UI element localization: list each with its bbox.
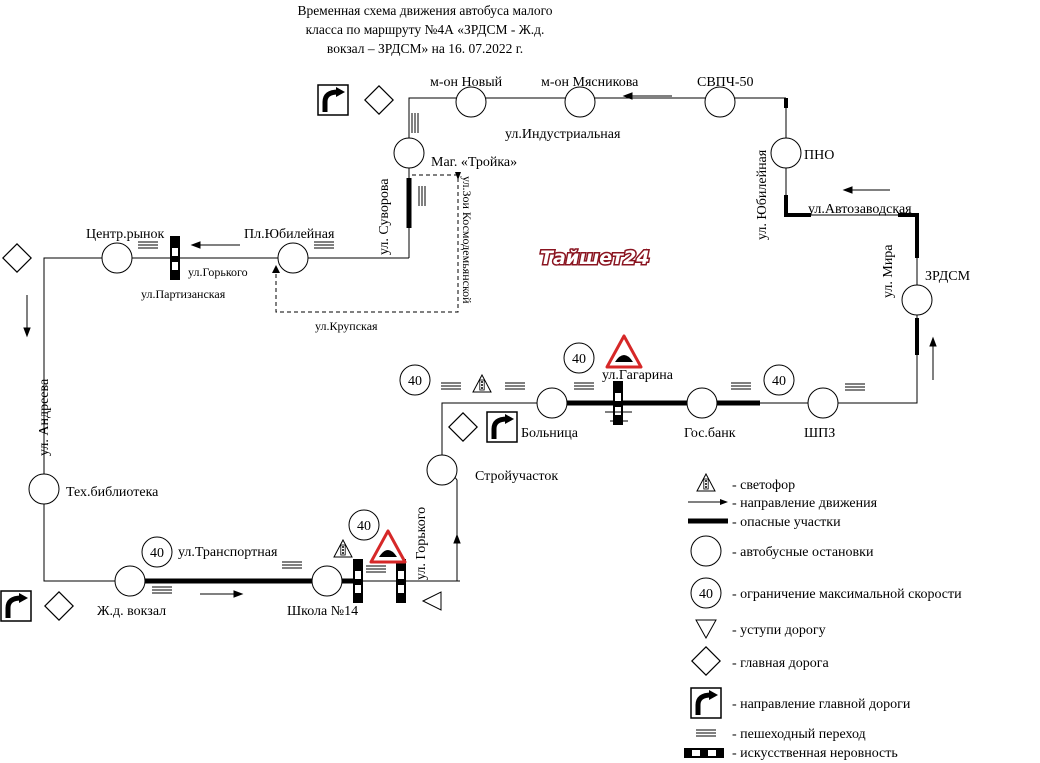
street-gorkogo: ул. Горького [414,507,429,580]
label-zrdsm: ЗРДСМ [925,269,971,284]
stop-pno [770,137,802,169]
stop-pl-yubileinaya [277,242,309,274]
stop-shkola14 [311,565,343,597]
stop-bolnitsa [536,387,568,419]
label-shkola14: Школа №14 [287,604,358,619]
svg-text:- автобусные остановки: - автобусные остановки [732,545,874,560]
svg-text:- направление главной дороги: - направление главной дороги [732,697,911,712]
stop-tekh-biblioteka [28,473,60,505]
legend-item-main-road: - главная дорога [691,646,830,676]
label-mkr-myasnikova: м-он Мясникова [541,75,639,90]
yield-sign [421,591,442,611]
title-line-2: класса по маршруту №4А «ЗРДСМ - Ж.д. [306,22,545,37]
stop-svpch [704,86,736,118]
bump-cross-lines [605,411,632,422]
label-shpz: ШПЗ [804,426,835,441]
svg-text:- светофор: - светофор [732,478,795,493]
street-partizanskaya: ул.Партизанская [141,287,226,301]
label-mkr-novy: м-он Новый [430,75,503,90]
legend-item-speed-bump: - искусственная неровность [684,746,898,761]
title-line-1: Временная схема движения автобуса малого [297,3,552,18]
legend-item-traffic-light: - светофор [696,473,795,493]
stop-stroyuchastok [426,454,458,486]
label-mag-troika: Маг. «Тройка» [431,155,517,170]
street-krupskaya: ул.Крупская [315,319,378,333]
legend-item-yield: - уступи дорогу [695,619,826,640]
svg-text:- опасные участки: - опасные участки [732,515,841,530]
street-andreeva: ул. Андреева [37,378,52,456]
street-gagarina: ул.Гагарина [602,368,674,383]
legend-item-speed-limit: 40 - ограничение максимальной скорости [690,577,962,609]
speed-limits: 40 40 40 40 40 [141,342,795,568]
street-gorkogo-top: ул.Горького [188,265,248,279]
street-industrialnaya: ул.Индустриальная [505,127,621,142]
svg-text:- главная дорога: - главная дорога [732,656,830,671]
street-avtozavodskaya: ул.Автозаводская [808,202,912,217]
label-tsentr-rynok: Центр.рынок [86,227,165,242]
label-bolnitsa: Больница [521,426,579,441]
label-gos-bank: Гос.банк [684,426,736,441]
stop-zrdsm [901,284,933,316]
label-svpch: СВПЧ-50 [697,75,754,90]
speed-limit-value: 40 [357,519,371,534]
speed-limit-value: 40 [772,374,786,389]
stop-gos-bank [686,387,718,419]
stop-mkr-myasnikova [564,86,596,118]
street-yubileinaya: ул. Юбилейная [755,149,770,240]
speed-limit-value: 40 [408,374,422,389]
legend-item-main-road-direction: - направление главной дороги [691,688,911,718]
detour-arrow-down [455,172,461,180]
label-zhd-vokzal: Ж.д. вокзал [97,604,166,619]
detour-arrow-up [272,265,280,273]
legend-item-thick-line: - опасные участки [688,515,841,530]
svg-text:- пешеходный переход: - пешеходный переход [732,727,866,742]
stop-mkr-novy [455,86,487,118]
stop-shpz [807,387,839,419]
speed-limit-value: 40 [150,546,164,561]
bus-stops [28,86,933,597]
label-pl-yubileinaya: Пл.Юбилейная [244,227,335,242]
label-pno: ПНО [804,148,834,163]
legend-item-crosswalk: - пешеходный переход [695,727,866,742]
svg-text:- искусственная неровность: - искусственная неровность [732,746,898,761]
stop-zhd-vokzal [114,565,146,597]
legend-item-arrow: - направление движения [688,496,878,511]
svg-text:40: 40 [699,587,713,602]
svg-text:- направление движения: - направление движения [732,496,878,511]
street-mira: ул. Мира [881,244,896,298]
legend: - светофор - направление движения - опас… [684,473,962,761]
stop-tsentr-rynok [101,242,133,274]
svg-text:- ограничение максимальной ск: - ограничение максимальной скорости [732,587,962,602]
detour-dashed [275,174,459,313]
street-transportnaya: ул.Транспортная [178,545,278,560]
street-labels: ул.Индустриальная ул. Юбилейная ул.Автоз… [37,127,912,580]
speed-limit-value: 40 [572,352,586,367]
stop-labels: м-он Новый м-он Мясникова СВПЧ-50 ПНО Ма… [66,75,971,619]
label-tekh-biblioteka: Тех.библиотека [66,485,159,500]
title-line-3: вокзал – ЗРДСМ» на 16. 07.2022 г. [327,41,523,56]
direction-arrows [23,92,937,598]
svg-text:- уступи дорогу: - уступи дорогу [732,623,826,638]
legend-item-bus-stop: - автобусные остановки [690,535,874,567]
street-suvorova: ул. Суворова [377,178,392,255]
stop-mag-troika [393,137,425,169]
label-stroyuchastok: Стройучасток [475,469,558,484]
watermark-logo: Тайшет24 [540,247,650,269]
street-zoi-kosmodemyanskoi: ул.Зои Космодемьянской [460,176,474,304]
